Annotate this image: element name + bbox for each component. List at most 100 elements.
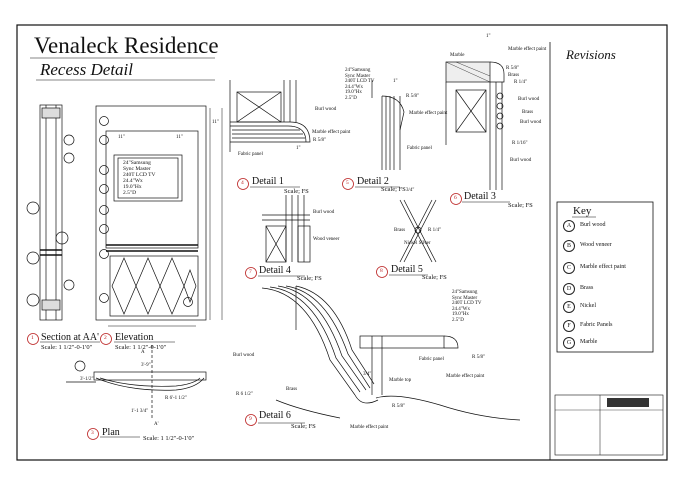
plan-a2: A' [154,422,159,427]
d3-brass-2: Brass [522,110,534,115]
tv-spec-detail6: 24"Samsung Sync Master 240T LCD TV 24.4"… [452,290,482,324]
revisions-heading: Revisions [566,47,616,62]
detail4-drawing [262,195,311,263]
key-label: Marble effect paint [580,264,626,270]
detail4-number: 7 [249,269,252,275]
detail6-drawing [261,285,521,421]
tv-spec-line: 24.4"Wx [452,306,471,312]
tv-spec-line: 240T LCD TV [345,79,375,85]
key-letter: G [563,337,575,349]
plan-dim-1-11: 1'-1 3/4" [131,409,149,414]
d6-r58: R 5/8" [472,355,486,360]
detail5-number: 8 [380,268,383,274]
detail2-number: 5 [346,180,349,186]
page-subtitle: Recess Detail [40,60,133,79]
tv-spec-line: 24"Samsung [452,290,478,295]
sheet-border [16,24,668,461]
d6-r612: R 6 1/2" [236,392,253,397]
detail4-scale: Scale; FS [297,275,322,282]
detail5-label: Detail 5 [391,264,423,275]
key-box [556,201,654,353]
d1-burl-wood: Burl wood [315,107,337,112]
key-letter: B [563,240,575,252]
d3-burl-wood: Burl wood [518,97,540,102]
d5-nickel-silver: Nickel Silver [404,241,431,246]
section-scale: Scale: 1 1/2"-0-1'0" [41,344,93,351]
key-label: Brass [580,285,594,291]
detail6-scale: Scale; FS [291,423,316,430]
title-block [554,394,664,456]
key-label: Nickel [580,303,596,309]
d6-r58-2: R 5/8" [392,404,406,409]
detail3-scale: Scale; FS [508,202,533,209]
tv-spec-line: 2.5"D [123,190,137,196]
key-title: Key [573,205,592,217]
section-number: 1 [31,335,34,341]
d5-brass: Brass [394,228,406,233]
firm-stamp [607,398,649,407]
d3-r116: R 1/16" [512,141,528,146]
d3-r14: R 1/4" [514,80,528,85]
detail3-drawing [445,61,505,190]
plan-label: Plan [102,427,120,438]
elev-dim-11-b: 11" [176,135,183,140]
d3-marble: Marble [450,53,465,58]
marker-detail6 [245,414,257,426]
detail6-label: Detail 6 [259,410,291,421]
detail3-number: 6 [454,195,457,201]
page-title: Venaleck Residence [34,33,219,58]
d1-fabric-panel: Fabric panel [238,152,263,157]
d6-marble-top: Marble top [389,378,412,383]
d6-burl-wood: Burl wood [233,353,255,358]
d6-half: 3/4" [363,372,372,377]
elevation-drawing [95,105,223,327]
key-label: Wood veneer [580,242,612,248]
tv-spec-line: 24"Samsung [345,68,371,73]
tv-spec-line: 24.4"Wx [123,178,143,184]
plan-scale: Scale: 1 1/2"-0-1'0" [143,435,195,442]
d4-wood-veneer: Wood veneer [313,237,340,242]
marker-plan [87,428,99,440]
key-letter: C [563,262,575,274]
d5-three-quarter: 3/4" [406,188,415,193]
section-label: Section at AA' [41,332,99,343]
marker-detail1 [237,178,249,190]
section-drawing [26,104,75,321]
d4-burl-wood: Burl wood [313,210,335,215]
d3-burl-wood-2: Burl wood [520,120,542,125]
tv-spec-line: Sync Master [452,295,478,301]
detail2-drawing [371,80,405,170]
d3-r58: R 5/8" [506,66,520,71]
d6-fabric-panel: Fabric panel [419,357,444,362]
detail6-number: 9 [249,416,252,422]
plan-dim-3-9: 3'-9" [141,363,151,368]
d1-marble-paint: Marble effect paint [312,130,351,135]
d3-one-inch: 1" [486,34,491,39]
tv-spec-line: 19.0"Hx [452,312,469,318]
view-number-markers [27,178,462,440]
detail2-label: Detail 2 [357,176,389,187]
d6-marble-paint: Marble effect paint [446,374,485,379]
elev-dim-11: 11" [118,135,125,140]
tv-spec-detail2: 24"Samsung Sync Master 240T LCD TV 24.4"… [345,68,375,102]
d2-fabric-panel: Fabric panel [407,146,432,151]
detail5-drawing [399,199,437,263]
tv-spec-line: Sync Master [123,166,151,172]
marker-detail2 [342,178,354,190]
key-letter: A [563,220,575,232]
detail1-scale: Scale; FS [284,188,309,195]
detail4-label: Detail 4 [259,265,291,276]
plan-dim-r: R 6'-1 1/2" [165,396,187,401]
elevation-number: 2 [104,335,107,341]
tv-spec-line: 2.5"D [452,317,464,323]
d1-r58: R 5/8" [313,138,327,143]
tv-spec-line: 19.0"Hx [345,90,362,96]
key-letter: D [563,283,575,295]
key-letter: E [563,301,575,313]
key-label: Fabric Panels [580,322,613,328]
elevation-scale: Scale: 1 1/2"-0-1'0" [115,344,167,351]
detail1-number: 4 [241,180,244,186]
d6-marble-paint-2: Marble effect paint [350,425,389,430]
d6-brass: Brass [286,387,298,392]
